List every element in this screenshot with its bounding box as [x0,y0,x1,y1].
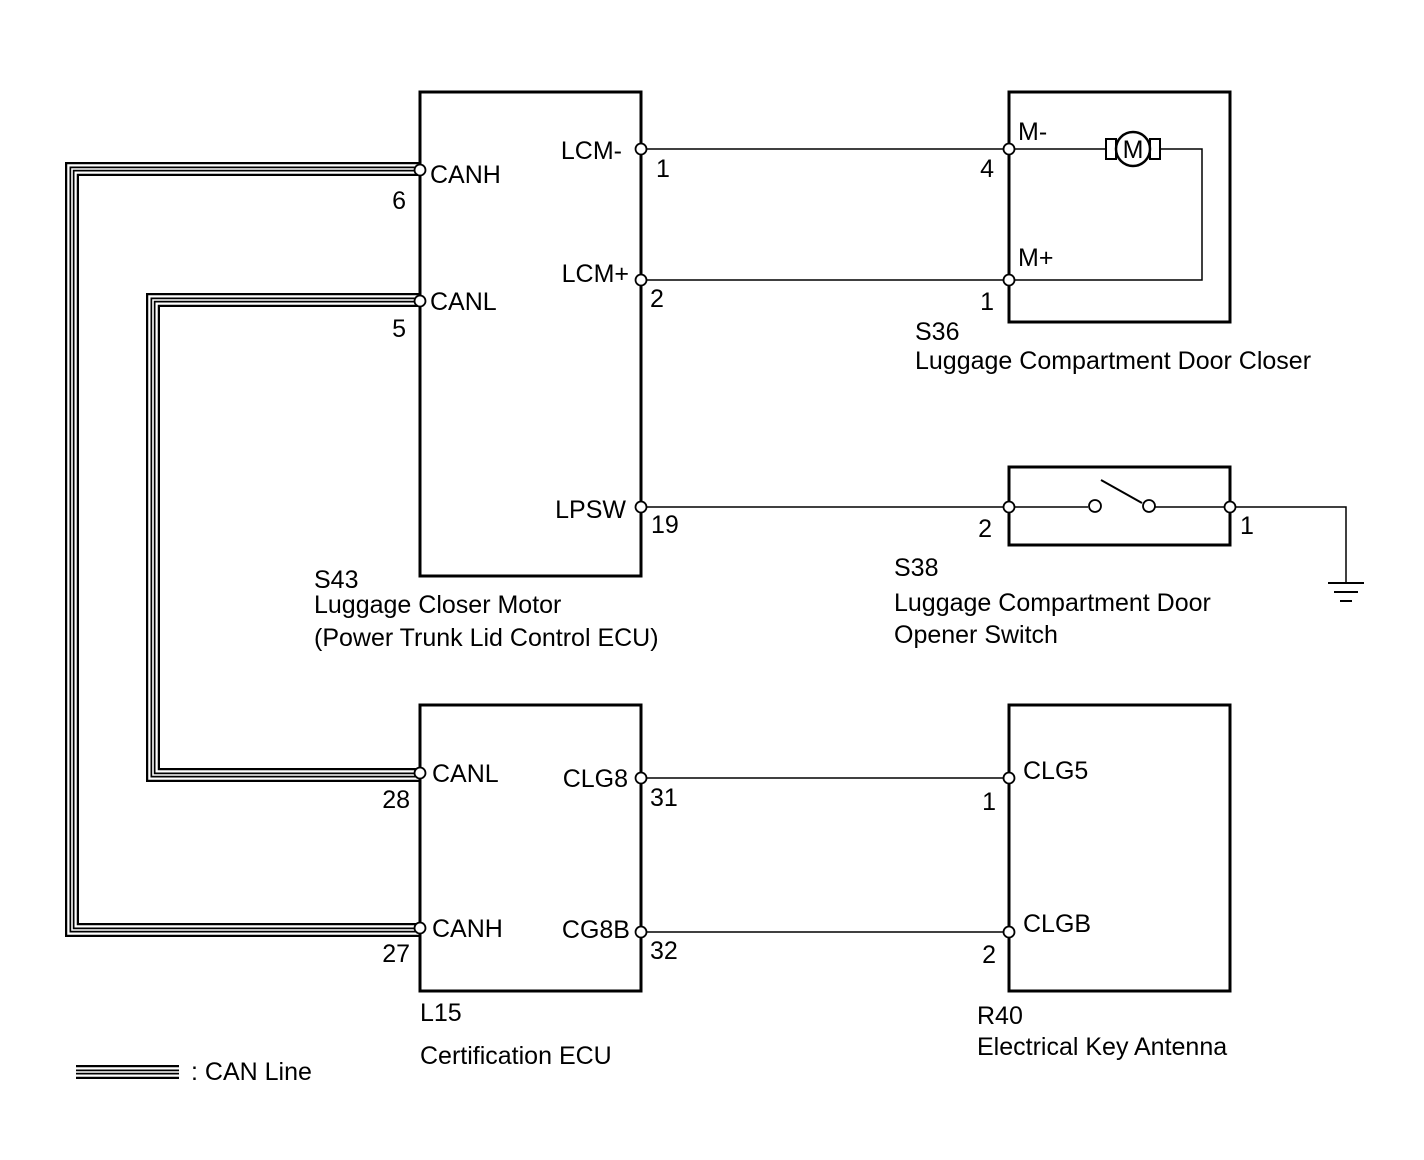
pin-l15-cg8b [634,925,648,939]
pin-l15-clg8 [634,771,648,785]
l15-cg8b-num: 32 [650,937,678,965]
s38-box [1007,465,1232,547]
s43-code: S43 [314,566,358,594]
r40-code: R40 [977,1002,1023,1030]
l15-canl-label: CANL [432,760,499,788]
can-bundle-canl [146,293,420,782]
s38-code: S38 [894,554,938,582]
s36-m-minus-num: 4 [980,155,994,183]
s43-lcm-minus-label: LCM- [561,137,622,165]
s43-lpsw-num: 19 [651,511,679,539]
l15-clg8-num: 31 [650,784,678,812]
l15-canl-num: 28 [382,786,410,814]
l15-canh-num: 27 [382,940,410,968]
pin-s38-left [1002,500,1016,514]
pin-r40-clgb [1002,925,1016,939]
pin-l15-canl [413,766,427,780]
s43-box [418,90,643,578]
s36-m-plus-label: M+ [1018,244,1053,272]
can-bundle-canh [65,162,420,937]
s43-name-line2: (Power Trunk Lid Control ECU) [314,624,659,652]
s36-code: S36 [915,318,959,346]
motor-symbol-label: M [1123,136,1144,164]
s43-canl-num: 5 [392,315,406,343]
r40-name: Electrical Key Antenna [977,1033,1227,1061]
pin-s38-right [1223,500,1237,514]
s43-name-line1: Luggage Closer Motor [314,591,561,619]
pin-s43-lcm-plus [634,273,648,287]
pin-s43-canh [413,163,427,177]
s36-name: Luggage Compartment Door Closer [915,347,1311,375]
r40-clgb-num: 2 [982,941,996,969]
switch-contact-icon [1009,479,1230,513]
pin-l15-canh [413,921,427,935]
l15-code: L15 [420,999,462,1027]
s43-canh-num: 6 [392,187,406,215]
s43-lcm-plus-num: 2 [650,285,664,313]
ground-icon [1230,506,1364,602]
l15-clg8-label: CLG8 [563,765,628,793]
pin-s43-lcm-minus [634,142,648,156]
l15-canh-label: CANH [432,915,503,943]
pin-s36-m-minus [1002,142,1016,156]
r40-clg5-num: 1 [982,788,996,816]
l15-box [418,703,643,993]
legend-can-line-label: : CAN Line [191,1058,312,1086]
l15-name: Certification ECU [420,1042,612,1070]
s43-lcm-plus-label: LCM+ [562,260,629,288]
r40-clg5-label: CLG5 [1023,757,1088,785]
s36-m-plus-num: 1 [980,288,994,316]
s43-lcm-minus-num: 1 [656,155,670,183]
l15-cg8b-label: CG8B [562,916,630,944]
pin-s43-canl [413,294,427,308]
pin-s36-m-plus [1002,273,1016,287]
s38-name-line2: Opener Switch [894,621,1058,649]
pin-r40-clg5 [1002,771,1016,785]
s36-box [1007,90,1232,324]
pin-s43-lpsw [634,500,648,514]
s43-canl-label: CANL [430,288,497,316]
s38-left-num: 2 [978,515,992,543]
s38-name-line1: Luggage Compartment Door [894,589,1211,617]
s36-m-minus-label: M- [1018,118,1047,146]
r40-box [1007,703,1232,993]
r40-clgb-label: CLGB [1023,910,1091,938]
motor-internal-wiring [1009,148,1203,281]
s43-canh-label: CANH [430,161,501,189]
s43-lpsw-label: LPSW [555,496,626,524]
motor-m-icon: M [1105,130,1161,168]
s38-right-num: 1 [1240,512,1254,540]
